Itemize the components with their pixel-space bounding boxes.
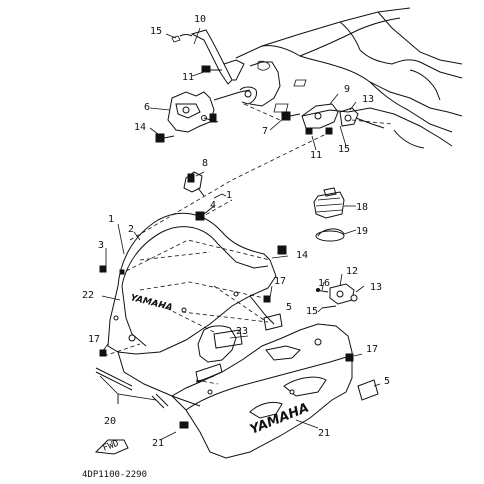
callout-4: 4 — [210, 200, 216, 211]
windshield — [117, 212, 271, 287]
callout-5-lower: 5 — [384, 376, 390, 387]
callout-8: 8 — [202, 158, 208, 169]
callout-7: 7 — [262, 126, 268, 137]
callout-15-mid: 15 — [338, 144, 350, 155]
frame-outline — [235, 7, 463, 149]
callout-5-upper: 5 — [286, 302, 292, 313]
trim-strips — [95, 367, 169, 409]
bracket-8 — [183, 171, 205, 197]
callout-11-mid: 11 — [310, 150, 322, 161]
rubber-cover-18 — [313, 187, 345, 219]
callout-17-upper: 17 — [274, 276, 286, 287]
callout-16: 16 — [318, 278, 330, 289]
callout-14-top: 14 — [134, 122, 146, 133]
callout-11-top: 11 — [182, 72, 194, 83]
callouts: 15 10 11 6 14 7 9 13 11 15 8 1 4 18 19 1… — [82, 14, 390, 449]
callout-22: 22 — [82, 290, 94, 301]
callout-15-right: 15 — [306, 306, 318, 317]
callout-1-right: 1 — [226, 190, 232, 201]
callout-20: 20 — [104, 416, 116, 427]
callout-1-left: 1 — [108, 214, 114, 225]
plate-5-upper — [263, 313, 283, 331]
callout-14-mid: 14 — [296, 250, 308, 261]
plate-5-lower — [357, 379, 379, 401]
reference-code: 4DP1100-2290 — [82, 470, 147, 480]
callout-13-top: 13 — [362, 94, 374, 105]
callout-2: 2 — [128, 224, 134, 235]
callout-13-right: 13 — [370, 282, 382, 293]
callout-3: 3 — [98, 240, 104, 251]
upper-fairing: YAMAHA — [107, 259, 277, 407]
mount-bracket — [167, 86, 257, 133]
callout-23: 23 — [236, 326, 248, 337]
stay-bracket — [171, 29, 245, 85]
bolt-7 — [281, 111, 301, 121]
fwd-label: FWD — [102, 439, 121, 454]
callout-21-right: 21 — [318, 428, 330, 439]
callout-21-left: 21 — [152, 438, 164, 449]
callout-17-right: 17 — [366, 344, 378, 355]
bolt-top — [201, 65, 222, 73]
bolt-14 — [155, 133, 175, 143]
assembly-lines — [99, 27, 393, 441]
callout-9: 9 — [344, 84, 350, 95]
band-19 — [315, 228, 345, 242]
callout-15-top: 15 — [150, 26, 162, 37]
clamp-group — [301, 103, 385, 135]
fwd-arrow-icon: FWD — [94, 439, 129, 455]
callout-12: 12 — [346, 266, 358, 277]
callout-19: 19 — [356, 226, 368, 237]
callout-17-left: 17 — [88, 334, 100, 345]
fasteners — [99, 245, 354, 429]
callout-10: 10 — [194, 14, 206, 25]
plate-23 — [213, 329, 243, 349]
callout-18: 18 — [356, 202, 368, 213]
callout-6: 6 — [144, 102, 150, 113]
brand-mark-upper: YAMAHA — [129, 293, 173, 313]
bracket-12 — [315, 283, 358, 309]
